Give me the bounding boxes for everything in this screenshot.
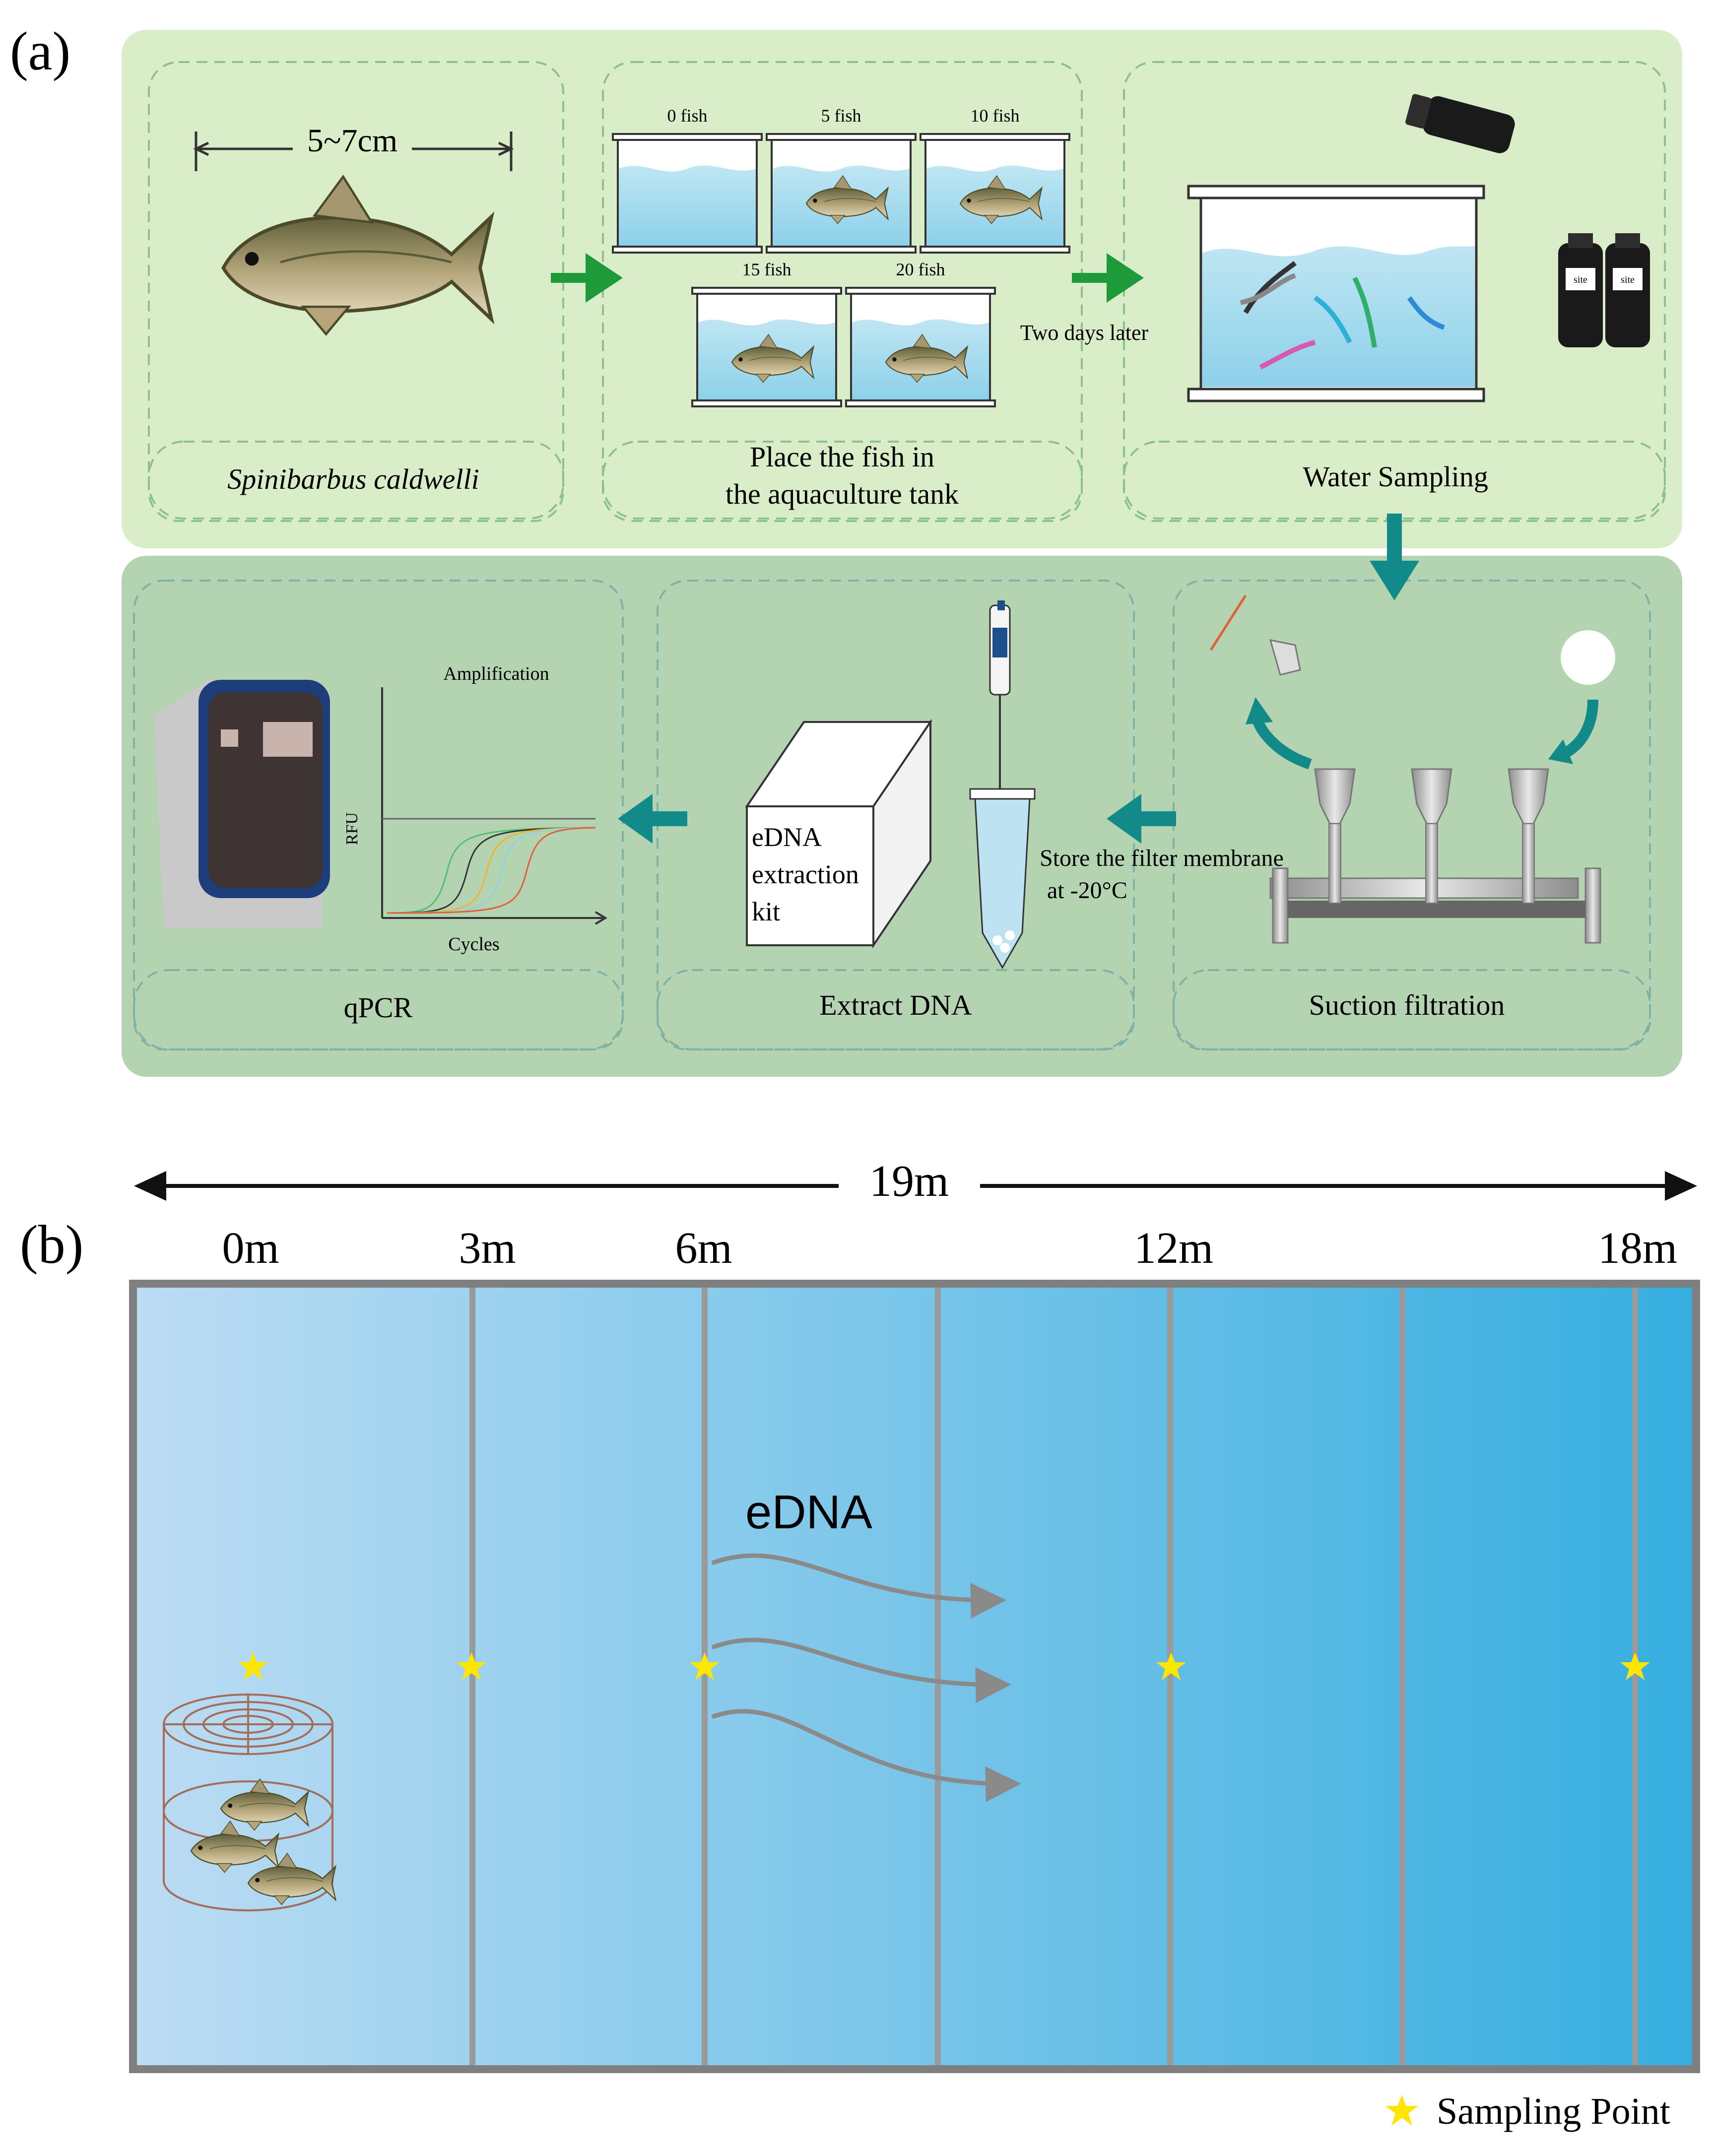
kit-label-line2: extraction [752,859,859,889]
sampling-tank [1187,185,1485,402]
fish-size-label: 5~7cm [307,123,397,159]
arrow-to-filtration [1370,514,1419,600]
tank-20-fish [845,287,996,407]
tank-label-0: 0 fish [667,106,708,126]
panel-b-label: (b) [20,1214,83,1275]
tank-5-fish [766,133,917,254]
qpcr-label: qPCR [344,991,413,1024]
distance-3m: 3m [459,1224,516,1273]
fish-size-bar [193,131,514,171]
bottle-label-2: site [1621,274,1635,285]
qpcr-machine [154,680,330,928]
distance-12m: 12m [1134,1224,1213,1273]
arrow-to-qpcr [618,794,687,844]
kit-label-line3: kit [752,897,780,926]
suction-filtration-label: Suction filtration [1309,989,1505,1021]
panel-a-label: (a) [10,21,70,81]
arrow-to-sampling [1072,253,1144,303]
tank-label-20: 20 fish [896,260,945,279]
water-sampling-label: Water Sampling [1303,460,1488,493]
extract-dna-label: Extract DNA [819,989,972,1021]
amplification-plot [381,687,607,925]
tank-15-fish [691,287,842,407]
length-arrow [134,1171,1697,1201]
tank-label-5: 5 fish [821,106,861,126]
store-label-line2: at -20°C [1047,877,1127,904]
filtration-apparatus [1209,594,1615,944]
two-days-label: Two days later [1020,321,1149,345]
extraction-kit-box [745,719,932,949]
channel-dividers [469,1288,1638,2065]
place-label-line1: Place the fish in [750,441,934,473]
tank-0-fish [612,133,763,254]
kit-label-line1: eDNA [752,822,822,852]
sample-bottles [1405,94,1650,347]
tank-label-10: 10 fish [971,106,1020,126]
fish-cage [163,1694,336,1911]
distance-0m: 0m [222,1224,279,1273]
amp-ylabel: RFU [343,812,361,845]
store-label-line1: Store the filter membrane [1040,845,1284,871]
legend-label: Sampling Point [1437,2091,1670,2132]
distance-6m: 6m [675,1224,732,1273]
pipette-and-tube [969,600,1036,970]
bottle-label-1: site [1574,274,1587,285]
dna-strands [1240,261,1445,370]
arrow-to-tanks [551,253,623,303]
arrow-to-extract [1107,794,1176,844]
total-length-label: 19m [869,1157,949,1206]
edna-label: eDNA [745,1486,872,1539]
tank-10-fish [920,133,1070,254]
distance-18m: 18m [1598,1224,1677,1273]
legend-star-icon [1385,2095,1418,2126]
place-label-line2: the aquaculture tank [725,478,959,510]
edna-flow-arrows [711,1553,1021,1802]
amp-xlabel: Cycles [448,934,499,955]
tank-label-15: 15 fish [742,260,791,279]
species-name: Spinibarbus caldwelli [227,463,479,495]
amp-title: Amplification [443,663,549,684]
